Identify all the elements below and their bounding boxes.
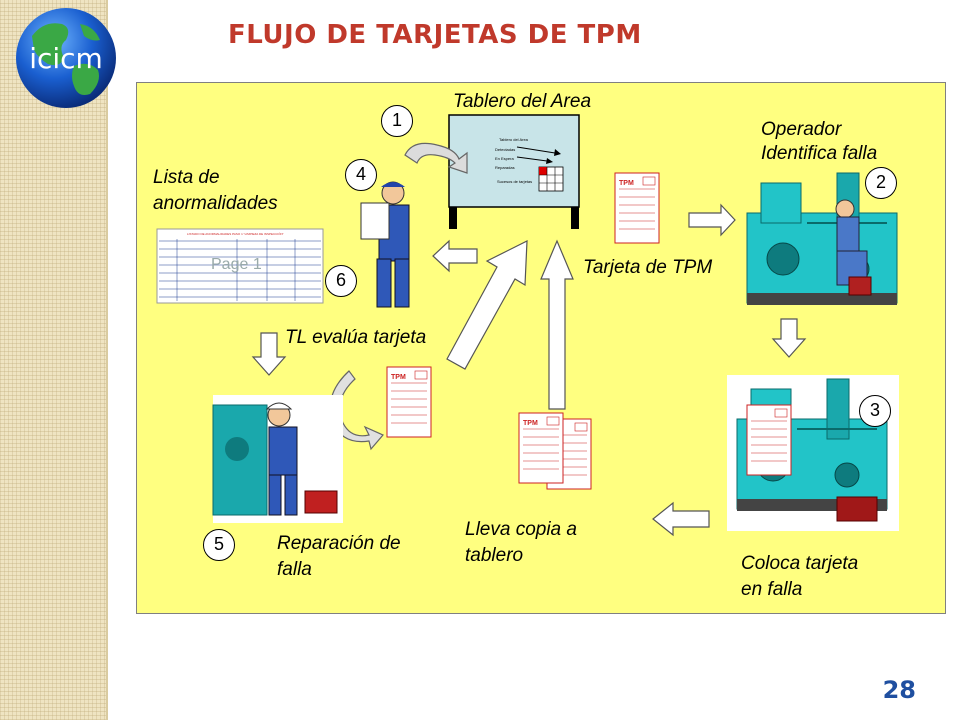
board-row-waiting: En Espera — [495, 156, 514, 161]
globe-logo: icicm — [16, 8, 116, 108]
label-tpm-card: Tarjeta de TPM — [583, 257, 713, 278]
repair-worker-machine — [212, 395, 343, 523]
logo-text: icicm — [29, 42, 103, 75]
label-copy-line2: tablero — [465, 545, 524, 566]
step-number-4: 4 — [345, 159, 377, 191]
arrow-to-reviewer — [432, 239, 478, 273]
label-operator-line2: Identifica falla — [761, 143, 878, 164]
svg-text:TPM: TPM — [619, 180, 634, 187]
svg-text:LISTADO DE ANORMALIDADES PASO: LISTADO DE ANORMALIDADES PASO 1 "LIMPIEZ… — [187, 231, 284, 236]
page-number: 28 — [882, 676, 916, 704]
tpm-card-copies: TPM — [518, 412, 592, 490]
board-row-title: Tablero del Area — [499, 137, 529, 142]
arrow-down-to-place — [771, 318, 807, 358]
label-copy-line1: Lleva copia a — [465, 519, 577, 540]
label-tl-evaluates: TL evalúa tarjeta — [285, 327, 427, 348]
tpm-flow-diagram: Tablero del Area Detectadas En Espera Re… — [136, 82, 946, 614]
arrow-to-copy — [652, 501, 710, 537]
page-title: FLUJO DE TARJETAS DE TPM — [228, 20, 642, 50]
tpm-card-board: TPM — [614, 172, 660, 244]
list-watermark: Page 1 — [211, 256, 262, 273]
machine-operator-identifies — [746, 172, 898, 306]
step-number-5: 5 — [203, 529, 235, 561]
step-number-2: 2 — [865, 167, 897, 199]
tpm-card-evaluated: TPM — [386, 366, 432, 438]
label-board: Tablero del Area — [453, 91, 592, 112]
curved-arrow-to-board — [404, 142, 468, 174]
arrow-diagonal-to-board — [446, 240, 528, 370]
label-place-line2: en falla — [741, 579, 803, 600]
sidebar-divider — [106, 0, 108, 720]
arrow-down-to-repair — [251, 332, 287, 376]
step-number-3: 3 — [859, 395, 891, 427]
step-number-1: 1 — [381, 105, 413, 137]
worker-reviewing-card — [360, 181, 410, 308]
svg-text:TPM: TPM — [523, 420, 538, 427]
arrow-to-operator — [688, 203, 736, 237]
label-operator-line1: Operador — [761, 119, 842, 140]
board-row-events: Sucesos de tarjetas — [497, 179, 532, 184]
svg-text:TPM: TPM — [391, 374, 406, 381]
label-repair-line1: Reparación de — [277, 533, 401, 554]
area-board: Tablero del Area Detectadas En Espera Re… — [448, 114, 580, 229]
arrow-copy-to-board — [540, 239, 574, 410]
label-list-line2: anormalidades — [153, 193, 278, 214]
label-repair-line2: falla — [277, 559, 312, 580]
abnormalities-list-sheet: LISTADO DE ANORMALIDADES PASO 1 "LIMPIEZ… — [156, 228, 324, 304]
board-row-repaired: Reparadas — [495, 165, 515, 170]
label-list-line1: Lista de — [153, 167, 220, 188]
step-number-6: 6 — [325, 265, 357, 297]
sidebar-texture — [0, 0, 106, 720]
board-row-detected: Detectadas — [495, 147, 515, 152]
label-place-line1: Coloca tarjeta — [741, 553, 859, 574]
